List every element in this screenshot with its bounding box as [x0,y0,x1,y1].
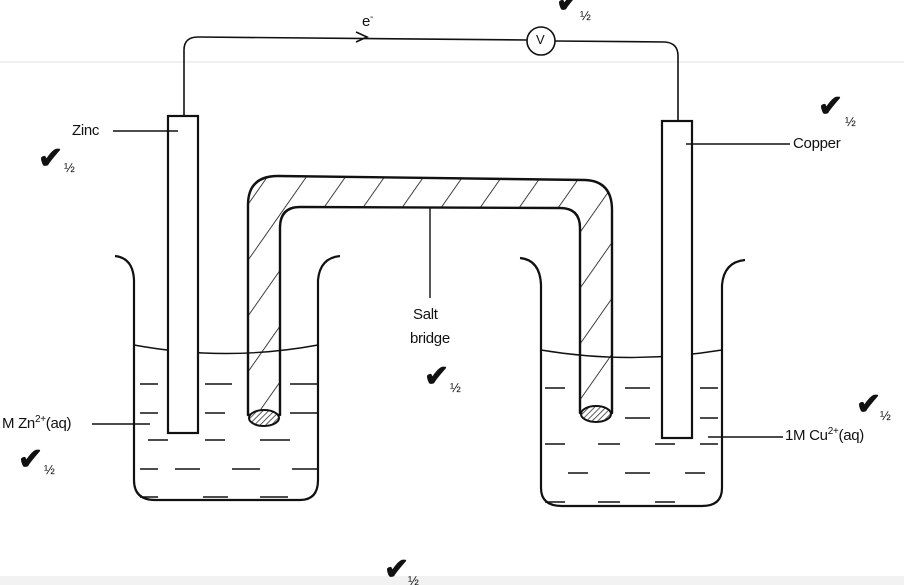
page-bottom-edge [0,576,904,585]
copper-label: Copper [793,135,841,152]
zinc-solution-state: (aq) [45,415,72,432]
check-icon: ✔ [384,553,410,585]
salt-bridge-plug-left [248,409,280,427]
voltmeter [526,26,556,56]
salt-bridge-plug-right [580,405,612,423]
electron-charge: - [370,12,374,23]
check-icon: ✔ [856,388,882,421]
half-mark: ½ [450,380,461,395]
electron-flow-arrow [355,31,369,43]
check-icon: ✔ [424,360,450,393]
copper-ion-charge: 2+ [827,426,839,437]
check-icon: ✔ [818,90,844,123]
half-mark: ½ [880,408,891,423]
left-beaker [114,254,341,502]
right-solution-surface [540,349,723,359]
copper-solution-label: 1M Cu2+(aq) [785,426,864,444]
zinc-solution-formula: M Zn [2,415,35,432]
half-mark: ½ [845,114,856,129]
electron-label: e- [362,12,373,30]
left-solution-dashes [140,383,318,498]
half-mark: ½ [408,573,419,585]
external-wire-right [554,40,679,120]
copper-solution-formula: 1M Cu [785,427,828,444]
copper-electrode [660,119,694,440]
salt-bridge [246,174,614,417]
salt-bridge-label-line2: bridge [410,330,450,347]
check-icon: ✔ [38,142,64,175]
check-icon: ✔ [556,0,582,19]
right-solution-dashes [545,387,718,503]
zinc-ion-charge: 2+ [34,414,46,425]
half-mark: ½ [64,160,75,175]
half-mark: ½ [44,462,55,477]
right-beaker [519,256,746,508]
electron-symbol: e [362,13,371,30]
check-icon: ✔ [18,443,44,476]
zinc-label: Zinc [72,122,100,139]
salt-bridge-label-line1: Salt [413,306,438,323]
external-wire [183,36,528,115]
half-mark: ½ [580,8,591,23]
zinc-solution-label: M Zn2+(aq) [2,414,72,432]
left-solution-surface [133,344,319,355]
scan-artifact [0,61,904,63]
copper-solution-state: (aq) [838,427,865,444]
zinc-electrode [166,114,200,435]
voltmeter-label: V [536,32,545,47]
